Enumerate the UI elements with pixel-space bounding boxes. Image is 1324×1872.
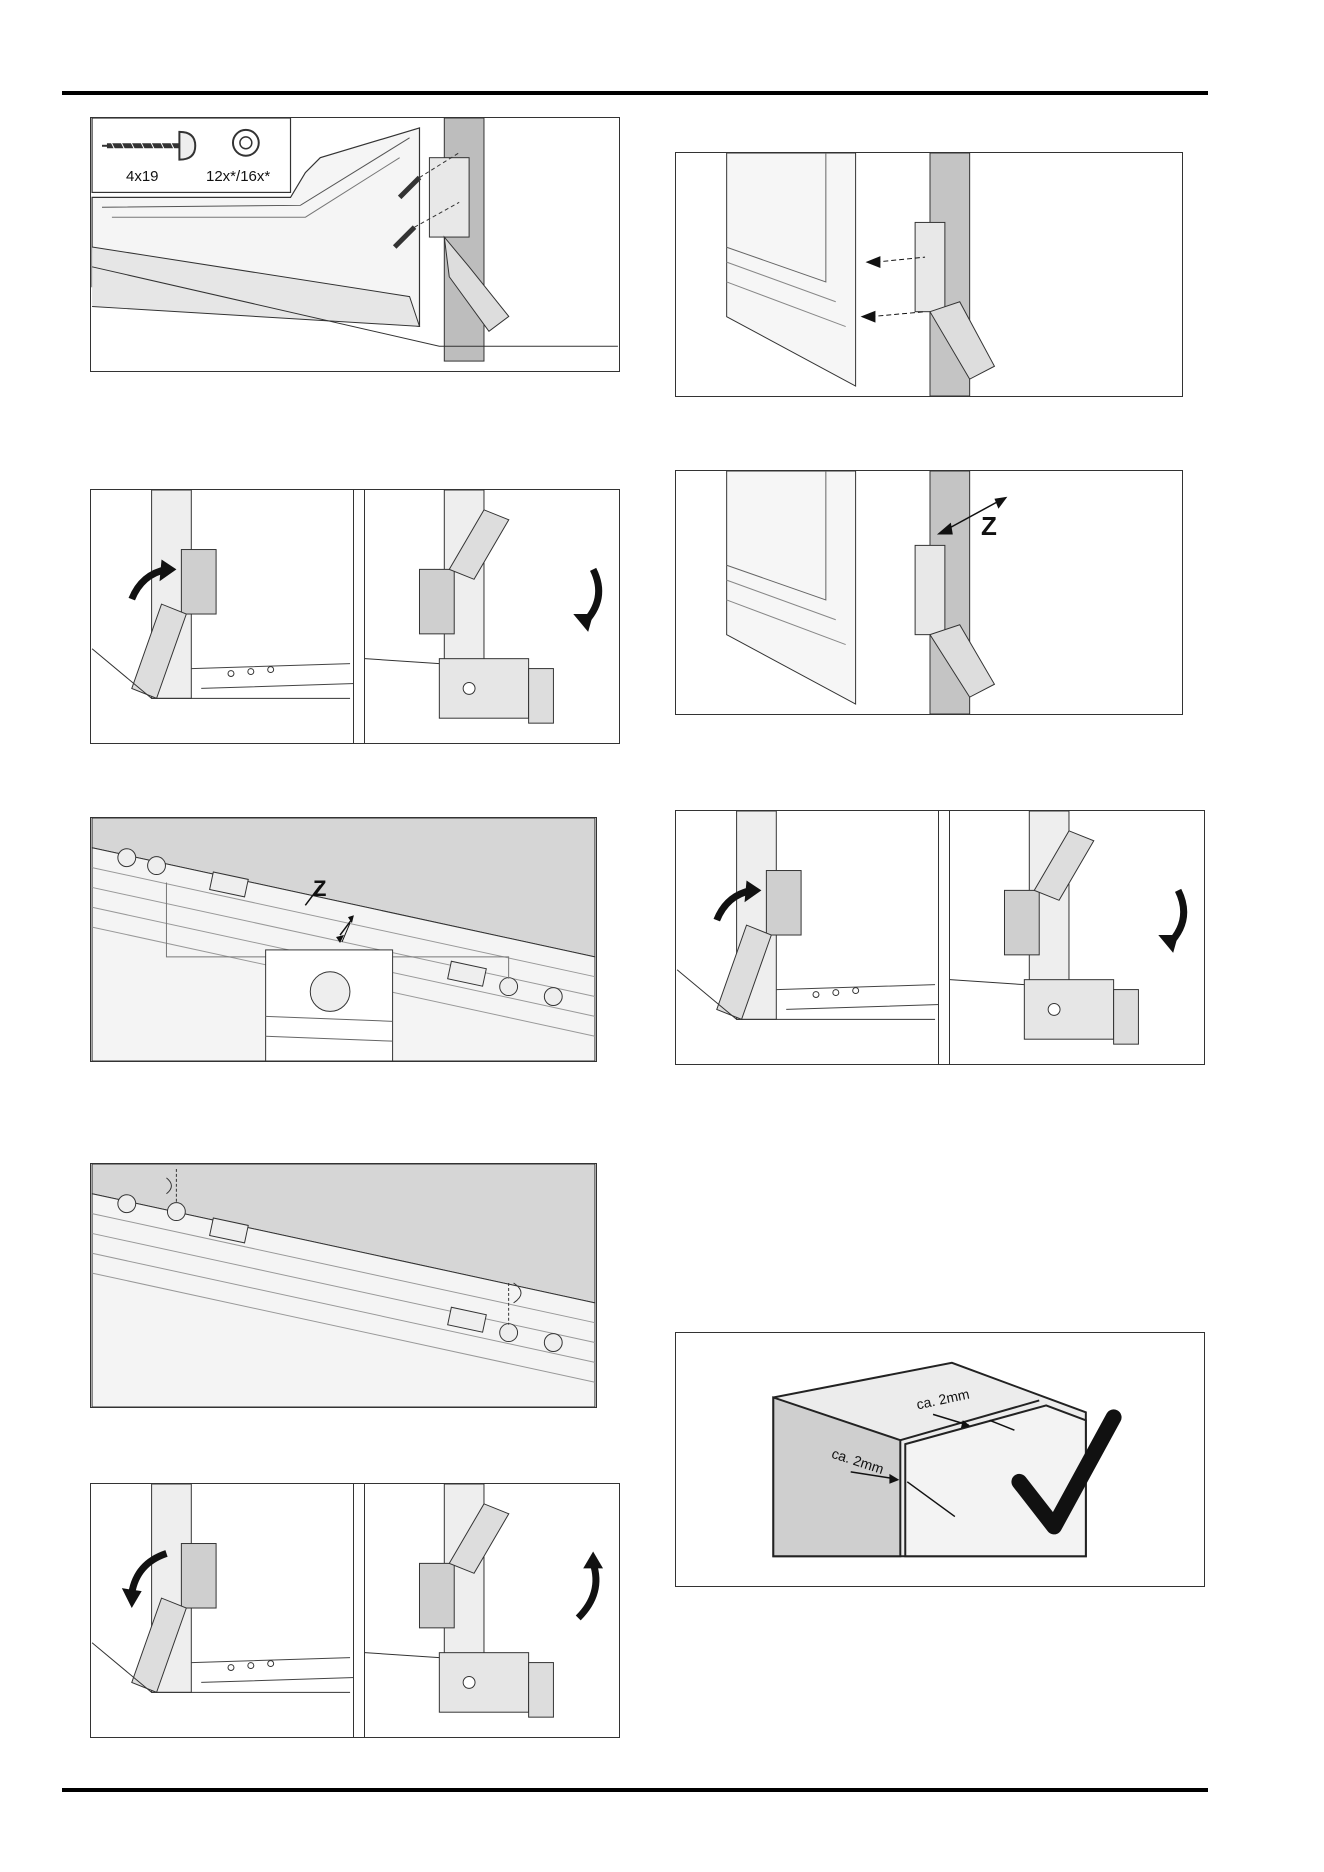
figure-z-adjust-rail: Z [90, 817, 597, 1062]
z-adjust-door-illustration [676, 471, 1182, 714]
z-adjust-label: Z [313, 876, 326, 902]
door-hinge-detach-illustration [676, 153, 1182, 396]
figure-divider [938, 811, 950, 1064]
figure-hinge-rotation-3 [675, 810, 1205, 1065]
figure-hinge-rotation-2 [90, 1483, 620, 1738]
screw-quantity-label: 12x*/16x* [206, 168, 270, 185]
header-rule [62, 91, 1208, 95]
screw-size-label: 4x19 [126, 168, 159, 185]
z-adjust-rail-illustration [91, 818, 596, 1061]
figure-rail-screws [90, 1163, 597, 1408]
torx-head-icon [233, 130, 259, 156]
figure-divider [353, 1484, 365, 1737]
footer-rule [62, 1788, 1208, 1792]
door-gap-illustration [676, 1333, 1204, 1586]
figure-door-hinge-detach [675, 152, 1183, 397]
figure-hinge-rotation-1 [90, 489, 620, 744]
screw-mounting-illustration [91, 118, 619, 371]
figure-door-gap-check: ca. 2mm ca. 2mm [675, 1332, 1205, 1587]
figure-divider [353, 490, 365, 743]
rail-screws-illustration [91, 1164, 596, 1407]
figure-z-adjust-door: Z [675, 470, 1183, 715]
figure-screw-mounting: 4x19 12x*/16x* [90, 117, 620, 372]
z-adjust-label: Z [981, 511, 997, 542]
